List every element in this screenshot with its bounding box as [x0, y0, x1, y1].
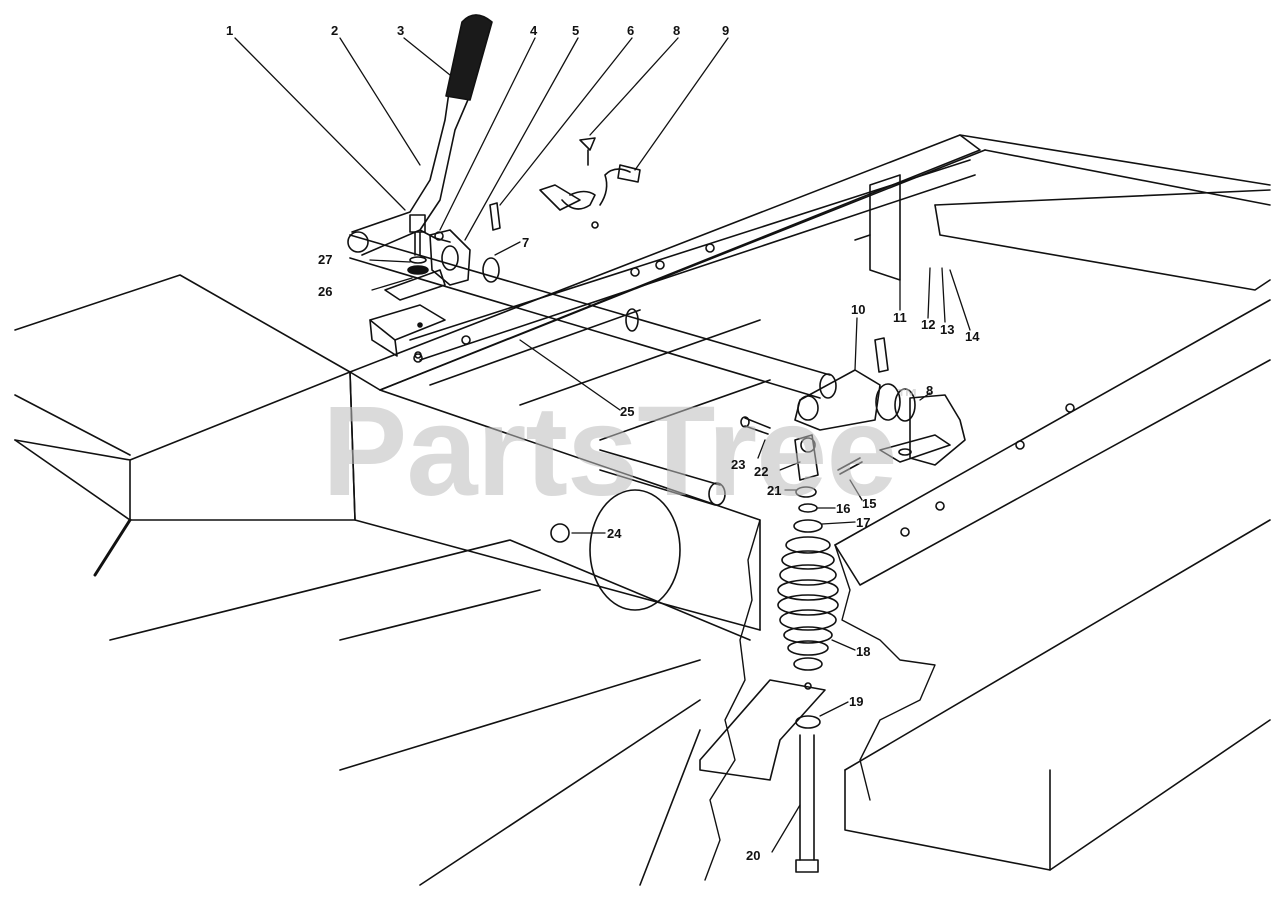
callout-19: 19 [849, 694, 864, 709]
callout-11: 11 [893, 310, 907, 325]
right-pivot-assembly [740, 337, 966, 513]
callout-13: 13 [940, 322, 955, 337]
roll-pin [489, 202, 501, 231]
callout-21: 21 [767, 483, 782, 498]
callout-27: 27 [318, 252, 333, 267]
callout-7: 7 [522, 235, 530, 250]
callout-24: 24 [607, 526, 622, 541]
callout-12: 12 [921, 317, 936, 332]
callout-17: 17 [856, 515, 871, 530]
callout-15: 15 [862, 496, 877, 511]
callout-3: 3 [397, 23, 405, 38]
callout-26: 26 [318, 284, 333, 299]
callout-8-right-bracket: 8 [926, 383, 934, 398]
cross-shaft [347, 231, 837, 399]
deck-frame [14, 134, 1271, 886]
callout-8: 8 [673, 23, 681, 38]
callout-18: 18 [856, 644, 871, 659]
leader-lines [234, 37, 971, 853]
spring-assembly [777, 519, 839, 873]
callout-4: 4 [530, 23, 538, 38]
callout-9: 9 [722, 23, 730, 38]
callout-1: 1 [226, 23, 234, 38]
callout-16: 16 [836, 501, 851, 516]
callout-22: 22 [754, 464, 769, 479]
lever-grip [445, 14, 493, 101]
callout-23: 23 [731, 457, 746, 472]
interlock-switch [539, 137, 641, 229]
callout-14: 14 [965, 329, 980, 344]
left-pivot-bracket [384, 214, 471, 359]
callout-6: 6 [627, 23, 635, 38]
callout-20: 20 [746, 848, 761, 863]
callout-25: 25 [620, 404, 635, 419]
lever [351, 84, 471, 256]
callout-5: 5 [572, 23, 580, 38]
callout-2: 2 [331, 23, 339, 38]
callout-10: 10 [851, 302, 866, 317]
